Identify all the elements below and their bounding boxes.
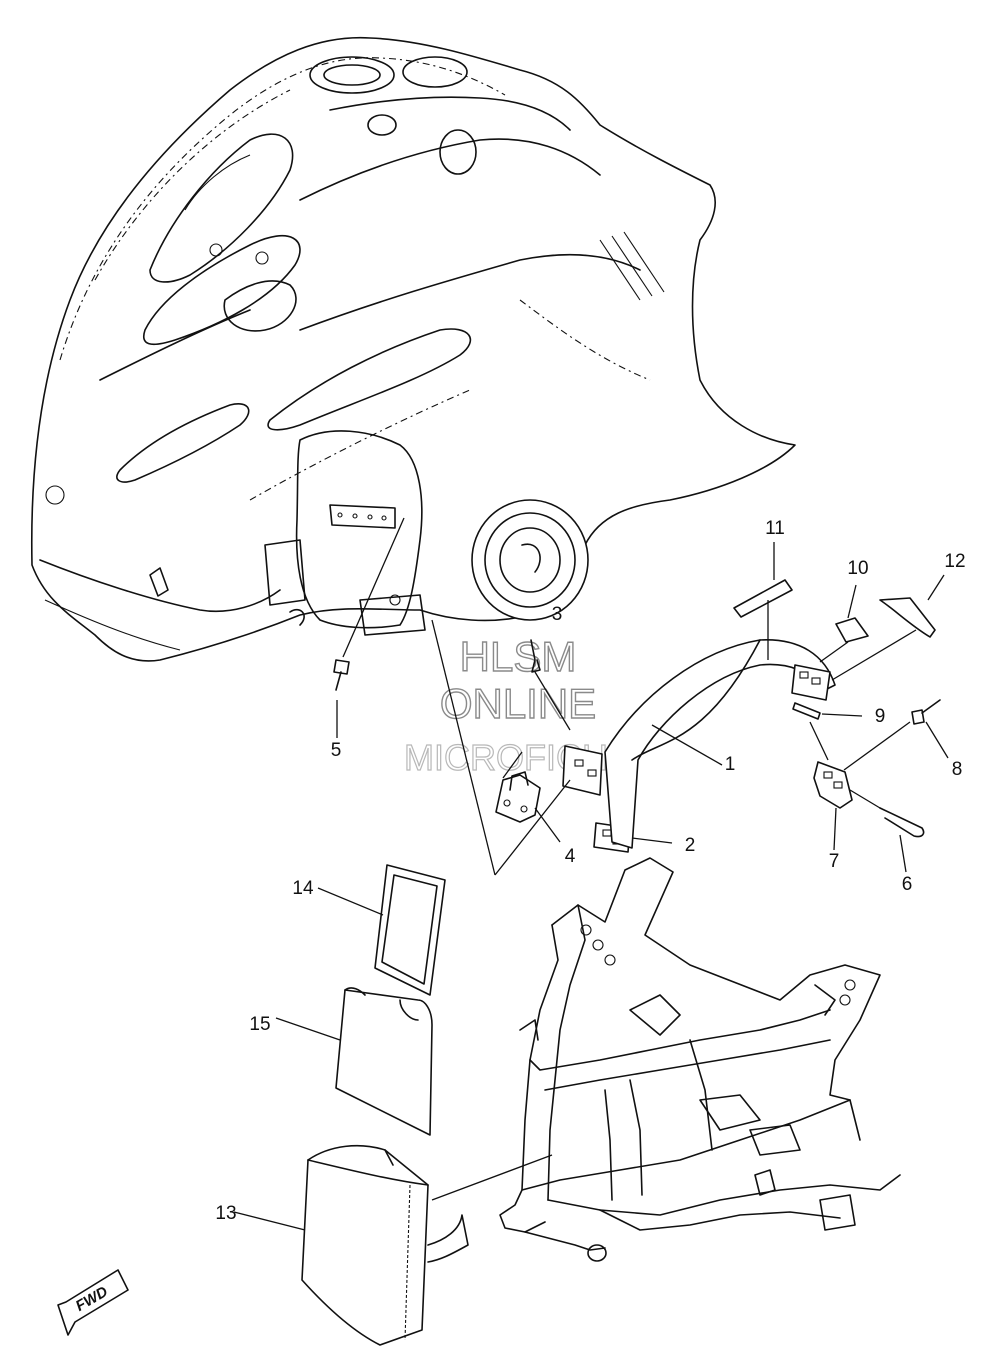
callout-15: 15 [249,1014,270,1035]
part-9-pin [792,702,863,761]
callout-7: 7 [829,851,840,872]
part-15-foam-pad [275,987,433,1136]
body-fairing-drawing [30,36,796,662]
part-7-bracket [813,761,853,851]
callout-numbers: 1 2 3 4 5 6 7 8 9 10 11 12 13 14 15 [215,518,965,1224]
part-8-rivet [843,699,949,771]
callout-11: 11 [765,518,785,539]
callout-12: 12 [944,551,965,572]
callout-4: 4 [565,846,576,867]
callout-14: 14 [292,878,314,899]
part-11-decal [733,542,793,660]
callout-6: 6 [902,874,913,895]
callout-5: 5 [331,740,342,761]
part-14-filter-frame [317,864,446,996]
callout-1: 1 [725,754,736,775]
callout-2: 2 [685,835,696,856]
callout-9: 9 [875,706,886,727]
part-3-clip [530,639,571,731]
part-1-fender-strip [604,639,836,849]
fwd-arrow-icon: FWD [57,1269,129,1336]
callout-13: 13 [215,1203,236,1224]
watermark-line-1: HLSM [460,633,577,680]
watermark-line-2: ONLINE [440,680,596,727]
callout-8: 8 [952,759,963,780]
part-10-decal [819,584,869,663]
part-5-rivet [333,517,405,691]
part-12-decal [831,574,945,681]
callout-3: 3 [552,604,563,625]
part-6-clip [849,789,925,873]
part-13-bag [233,1144,553,1346]
part-4-bracket [495,745,603,843]
frame-drawing [499,857,901,1262]
callout-10: 10 [847,558,868,579]
